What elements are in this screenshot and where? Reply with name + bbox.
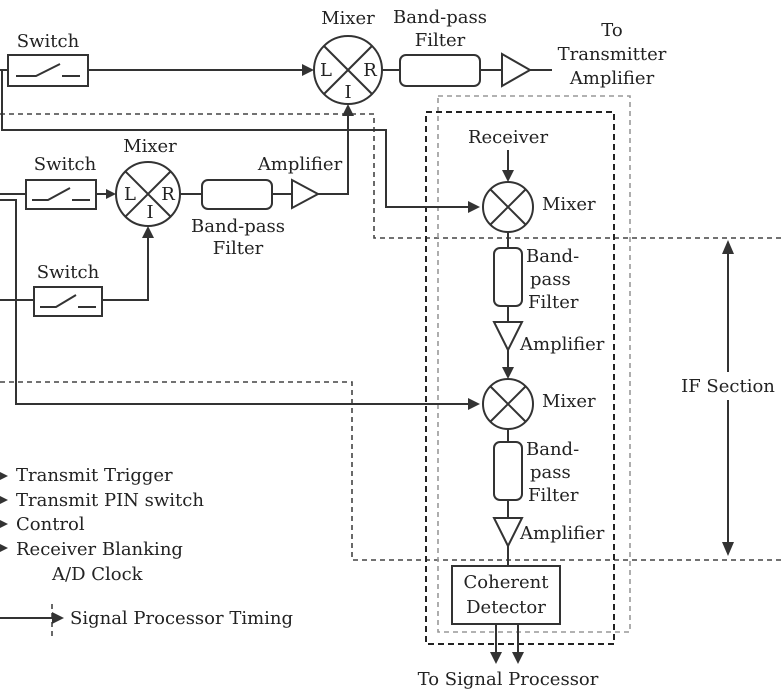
coherent-detector-label-2: Detector (466, 597, 546, 618)
output-receiver-blanking: Receiver Blanking (16, 539, 183, 560)
bandpass-rx-1-label-3: Filter (528, 292, 579, 313)
mixer-rx-2-label: Mixer (542, 391, 596, 412)
bandpass-filter-rx-1 (493, 247, 523, 307)
if-section-label: IF Section (681, 376, 775, 397)
switch-lower (33, 286, 103, 317)
lo-feed-line (1, 70, 470, 208)
bandpass-rx-2-label-3: Filter (528, 485, 579, 506)
switch-lower-contact (40, 294, 96, 308)
switch-top-contact (16, 63, 80, 77)
output-transmit-pin-switch: Transmit PIN switch (16, 490, 204, 511)
tx-section-boundary (0, 113, 783, 239)
amplifier-rx-2 (492, 517, 524, 549)
to-tx-label-3: Amplifier (569, 68, 655, 89)
amp-to-mixer-top-line (318, 114, 349, 195)
mixer-middle-port-r: R (161, 184, 175, 205)
coherent-detector (451, 565, 561, 625)
output-transmit-trigger: Transmit Trigger (16, 465, 173, 486)
amplifier-middle-label: Amplifier (257, 154, 343, 175)
mixer-rx-1 (482, 181, 534, 233)
mixer-top-port-r: R (363, 60, 377, 81)
mixer-top-label: Mixer (321, 8, 375, 29)
mixer-top: L R I (313, 35, 383, 105)
amplifier-rx-2-label: Amplifier (519, 523, 605, 544)
bandpass-filter-rx-2 (493, 441, 523, 501)
mixer-rx-1-label: Mixer (542, 194, 596, 215)
mixer-middle-port-i: I (146, 202, 153, 223)
amplifier-rx-1 (492, 321, 524, 353)
coherent-detector-label-1: Coherent (464, 572, 550, 593)
bandpass-rx-1-label-2: pass (530, 269, 571, 290)
bandpass-filter-middle (201, 179, 273, 210)
receiver-outer-boundary (437, 95, 631, 633)
amplifier-rx-1-label: Amplifier (519, 334, 605, 355)
switch-middle (25, 179, 97, 210)
switch-middle-label: Switch (34, 154, 97, 175)
to-tx-label-1: To (601, 20, 622, 41)
switch-middle-contact (32, 187, 90, 201)
switch-top-label: Switch (17, 31, 80, 52)
mixer-middle-port-l: L (124, 184, 136, 205)
output-control: Control (16, 514, 85, 535)
bandpass-filter-middle-label-1: Band-pass (191, 216, 285, 237)
mixer-middle: L R I (115, 161, 181, 227)
receiver-inner-boundary (425, 111, 615, 645)
bandpass-filter-top (399, 54, 481, 87)
mixer-top-port-l: L (320, 60, 332, 81)
mixer-top-port-i: I (344, 82, 351, 103)
switch-lower-label: Switch (37, 262, 100, 283)
bandpass-filter-middle-label-2: Filter (213, 238, 264, 259)
lo2-feed-line (0, 199, 470, 405)
bandpass-filter-top-label-1: Band-pass (393, 7, 487, 28)
if-section-boundary (0, 381, 783, 561)
bandpass-rx-1-label-1: Band- (526, 246, 579, 267)
to-signal-processor-label: To Signal Processor (418, 669, 599, 690)
to-tx-label-2: Transmitter (558, 44, 667, 65)
output-ad-clock: A/D Clock (51, 564, 144, 585)
mixer-middle-label: Mixer (123, 136, 177, 157)
receiver-label: Receiver (468, 127, 549, 148)
amplifier-middle (291, 178, 321, 210)
bandpass-rx-2-label-1: Band- (526, 439, 579, 460)
signal-processor-timing-label: Signal Processor Timing (70, 608, 293, 629)
amplifier-top (501, 52, 533, 88)
bandpass-rx-2-label-2: pass (530, 462, 571, 483)
bandpass-filter-top-label-2: Filter (415, 30, 466, 51)
mixer-rx-2 (482, 378, 534, 430)
